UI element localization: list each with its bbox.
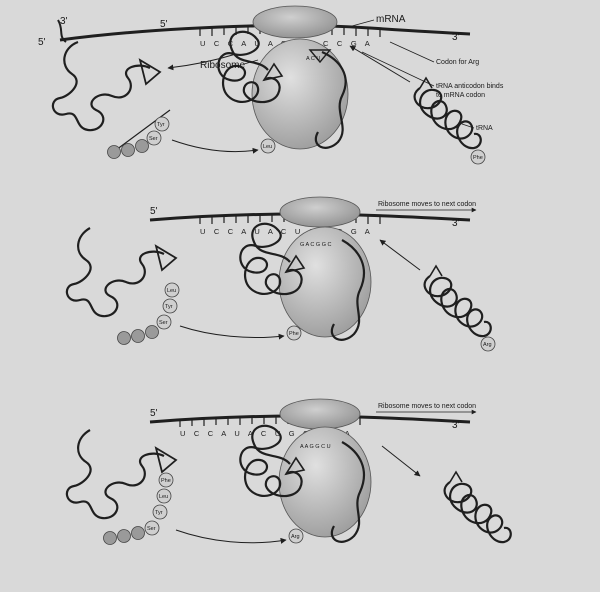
aa-bead — [104, 532, 117, 545]
prime-5: 5' — [150, 206, 158, 217]
ribosome-small-subunit — [252, 39, 348, 149]
prime-5-top: 5' — [160, 19, 168, 30]
polypeptide-chain: Ser Tyr Leu — [118, 283, 180, 345]
label-mrna: mRNA — [376, 14, 406, 25]
prime-3-right: 3' — [452, 32, 460, 43]
label-move: Ribosome moves to next codon — [378, 403, 476, 410]
anticodon-label: A C U — [306, 56, 320, 62]
svg-text:Leu: Leu — [159, 494, 168, 500]
trna-exiting — [67, 228, 164, 316]
svg-text:Arg: Arg — [291, 534, 300, 540]
prime-5: 5' — [150, 408, 158, 419]
aa-bead — [136, 140, 149, 153]
label-trna: tRNA — [476, 125, 493, 132]
svg-text:Arg: Arg — [483, 342, 492, 348]
svg-text:Ser: Ser — [149, 136, 158, 142]
svg-text:Leu: Leu — [263, 144, 272, 150]
svg-text:Ser: Ser — [159, 320, 168, 326]
aa-bead — [118, 530, 131, 543]
anticodon-label: G A C G G C — [300, 242, 332, 248]
ribosome-large-subunit — [280, 197, 360, 227]
label-move: Ribosome moves to next codon — [378, 201, 476, 208]
prime-3: 3' — [452, 420, 460, 431]
label-anticodon-1: tRNA anticodon binds — [436, 83, 504, 90]
svg-text:Tyr: Tyr — [155, 510, 163, 516]
svg-text:Phe: Phe — [161, 478, 171, 484]
panel-1: U C C A U A C U G C C G A A C U Ser Tyr … — [38, 6, 504, 164]
aa-bead — [132, 330, 145, 343]
svg-text:Phe: Phe — [473, 155, 483, 161]
aa-bead — [118, 332, 131, 345]
aa-bead — [108, 146, 121, 159]
ribosome-large-subunit — [253, 6, 337, 38]
panel-2: U C C A U A C U G C C G A G A C G G C Se… — [67, 197, 495, 351]
svg-text:Ser: Ser — [147, 526, 156, 532]
label-anticodon-2: to mRNA codon — [436, 92, 485, 99]
prime-3-left: 3' — [60, 16, 68, 27]
svg-text:Phe: Phe — [289, 331, 299, 337]
prime-3: 3' — [452, 218, 460, 229]
aa-bead — [122, 144, 135, 157]
svg-text:Leu: Leu — [167, 288, 176, 294]
polypeptide-chain: Ser Tyr — [108, 110, 171, 159]
trna-released — [445, 472, 511, 542]
panel-3: U C C A U A C U G C C G A A A G G C U Se… — [67, 399, 511, 545]
aa-bead — [132, 527, 145, 540]
trna-exiting — [53, 42, 150, 130]
label-codon-arg: Codon for Arg — [436, 59, 479, 66]
trna-incoming — [425, 266, 491, 336]
aa-bead — [146, 326, 159, 339]
trna-exiting — [67, 430, 164, 518]
anticodon-label: A A G G C U — [300, 444, 331, 450]
svg-text:Tyr: Tyr — [165, 304, 173, 310]
prime-5-left: 5' — [38, 37, 46, 48]
svg-text:Tyr: Tyr — [157, 122, 165, 128]
ribosome-large-subunit — [280, 399, 360, 429]
